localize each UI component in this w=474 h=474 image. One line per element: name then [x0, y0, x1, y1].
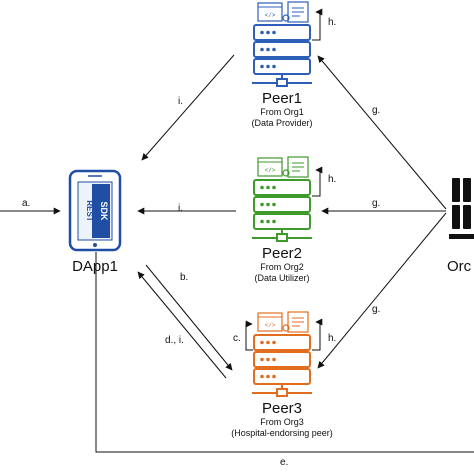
edge-label-i-peer1: i.: [178, 96, 183, 107]
document-code-icon: </>: [257, 157, 283, 177]
edge-label-b: b.: [180, 272, 188, 283]
svg-text:</>: </>: [265, 12, 276, 19]
peer3-node[interactable]: </> Peer3 From Org3 (Hospital-endorsin: [231, 311, 333, 438]
orderer-title: Orc: [447, 258, 472, 275]
edge-label-c: c.: [233, 333, 241, 344]
edge-label-g-peer1: g.: [372, 105, 380, 116]
edge-e: [95, 252, 474, 453]
peer2-org: From Org2: [260, 262, 304, 272]
chain-document-icon: [282, 311, 309, 333]
edge-label-g-peer2: g.: [372, 198, 380, 209]
peer1-node[interactable]: </> Peer1 From Org1 (Data Provider): [251, 1, 313, 128]
document-code-icon: </>: [257, 2, 283, 22]
edge-h-peer2: [312, 166, 323, 197]
edge-i-peer1: [141, 54, 235, 161]
edge-h-peer1: [312, 8, 323, 41]
edge-h-peer3: [312, 318, 323, 351]
edge-g-peer1: [317, 55, 447, 210]
dapp-title: DApp1: [72, 258, 118, 275]
document-code-icon: </>: [257, 312, 283, 332]
chain-document-icon: [282, 156, 309, 178]
peer1-role: (Data Provider): [251, 118, 312, 128]
edge-label-i-peer2: i.: [178, 203, 183, 214]
peer2-title: Peer2: [262, 245, 302, 262]
server-stack-icon: [252, 24, 312, 87]
peer2-role: (Data Utilizer): [254, 273, 309, 283]
edge-d-i: [137, 271, 227, 379]
chain-document-icon: [282, 1, 309, 23]
edge-label-h-peer1: h.: [328, 17, 336, 28]
edge-label-d-i: d., i.: [165, 335, 184, 346]
connectors: [0, 8, 474, 453]
edge-label-g-peer3: g.: [372, 304, 380, 315]
svg-text:</>: </>: [265, 167, 276, 174]
peer2-node[interactable]: </> Peer2 From Org2 (Data Utilizer): [252, 156, 312, 283]
server-stack-icon: [252, 179, 312, 242]
edge-b: [145, 264, 233, 371]
edge-c: [245, 320, 253, 351]
mobile-device-icon: [68, 169, 122, 252]
dapp-rest-label: REST: [85, 200, 94, 221]
orderer-node[interactable]: Orc: [447, 178, 474, 275]
svg-text:</>: </>: [265, 322, 276, 329]
peer3-title: Peer3: [262, 400, 302, 417]
dapp-node[interactable]: REST SDK DApp1: [68, 169, 122, 275]
edge-label-h-peer2: h.: [328, 174, 336, 185]
edge-label-a: a.: [22, 198, 30, 209]
edge-labels: a. i. i. b. d., i. c. h. h. h. g. g. g. …: [22, 17, 380, 468]
peer1-title: Peer1: [262, 90, 302, 107]
server-stack-icon: [252, 334, 312, 397]
edge-g-peer3: [317, 212, 447, 369]
peer3-org: From Org3: [260, 417, 304, 427]
edge-label-h-peer3: h.: [328, 333, 336, 344]
edge-label-e: e.: [280, 457, 288, 468]
peer3-role: (Hospital-endorsing peer): [231, 428, 333, 438]
orderer-server-icon: [449, 178, 474, 239]
dapp-sdk-label: SDK: [99, 201, 109, 221]
peer1-org: From Org1: [260, 107, 304, 117]
